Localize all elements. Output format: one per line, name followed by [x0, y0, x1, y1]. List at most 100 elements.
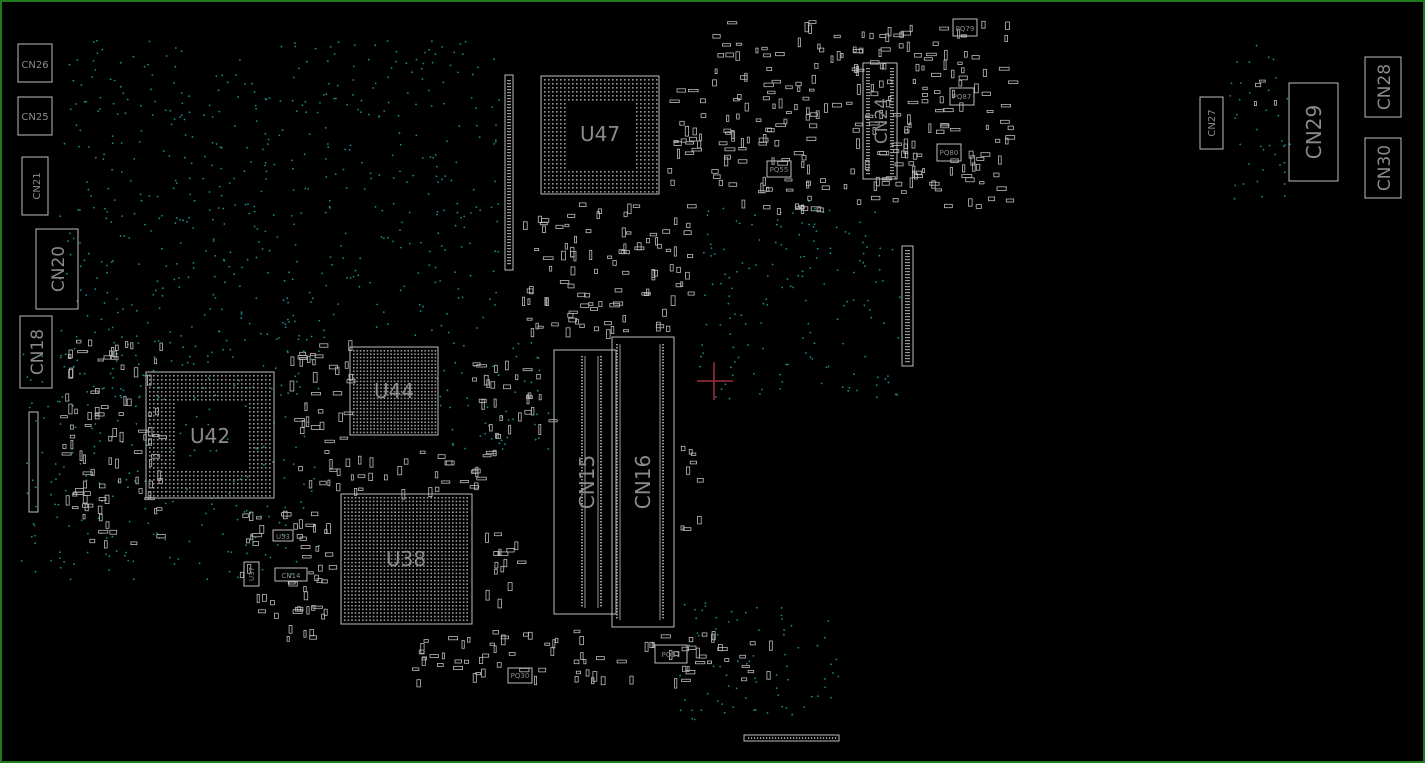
bga-ball — [221, 391, 223, 393]
via — [135, 354, 137, 357]
bga-ball — [344, 619, 346, 621]
bga-ball — [427, 401, 430, 403]
via — [85, 100, 88, 103]
bga-ball — [548, 135, 550, 137]
smd-component — [315, 545, 320, 552]
bga-ball — [394, 515, 396, 517]
slot-pin — [581, 437, 583, 439]
connector-cn25[interactable]: CN25 — [17, 96, 53, 136]
via — [1255, 44, 1258, 47]
bga-ball — [401, 554, 404, 557]
via — [738, 222, 741, 225]
bga-ball — [568, 187, 570, 189]
smd-component — [419, 450, 426, 455]
bga-ball — [394, 500, 396, 503]
via — [780, 607, 783, 609]
bga-ball — [249, 487, 251, 489]
bga-ball — [412, 601, 414, 603]
via — [728, 276, 731, 279]
bga-ball — [169, 391, 171, 393]
slot-pin — [662, 608, 664, 610]
chip-u44[interactable]: U44 — [349, 346, 439, 436]
chip-u47[interactable]: U47 — [540, 75, 660, 195]
slot-pin — [600, 599, 602, 601]
bga-ball — [401, 615, 404, 618]
bga-ball — [560, 191, 562, 193]
bga-ball — [431, 384, 433, 386]
via — [337, 303, 339, 305]
via — [161, 247, 163, 250]
slot-pin — [616, 377, 618, 379]
bga-ball — [356, 360, 358, 362]
bga-ball — [560, 127, 562, 129]
smd-component — [437, 454, 446, 460]
connector-cn26[interactable]: CN26 — [17, 43, 53, 83]
via — [67, 240, 69, 243]
bga-ball — [380, 497, 382, 499]
connector-cn21[interactable]: CN21 — [21, 156, 49, 216]
bga-ball — [404, 401, 406, 403]
smd-component — [904, 126, 909, 134]
bga-ball — [552, 139, 554, 141]
bga-ball — [157, 431, 159, 433]
bga-ball — [632, 99, 634, 101]
chip-u38[interactable]: U38 — [340, 493, 473, 625]
bga-ball — [237, 475, 239, 477]
connector-strip-left[interactable] — [28, 411, 39, 513]
via — [119, 235, 122, 238]
smd-component — [575, 670, 581, 675]
bga-ball — [365, 590, 368, 593]
connector-cn20[interactable]: CN20 — [35, 228, 79, 310]
connector-cn18[interactable]: CN18 — [19, 315, 53, 389]
bga-ball — [257, 491, 259, 493]
bga-ball — [640, 127, 642, 129]
slot-pin — [662, 602, 664, 604]
slot-pin — [581, 497, 583, 499]
bga-ball — [390, 397, 392, 400]
bga-ball — [616, 171, 618, 173]
bga-ball — [400, 370, 403, 372]
via — [229, 251, 232, 254]
via — [422, 62, 425, 65]
via — [208, 408, 211, 411]
bga-ball — [365, 543, 368, 546]
bga-ball — [161, 415, 163, 417]
via — [436, 211, 439, 213]
smd-component — [718, 141, 728, 146]
bga-ball — [380, 500, 382, 503]
chip-u42[interactable]: U42 — [145, 371, 275, 499]
bga-ball — [608, 183, 610, 185]
smd-component — [73, 491, 84, 495]
bga-ball — [424, 390, 426, 393]
slot-pin — [616, 434, 618, 436]
bga-ball — [363, 424, 365, 427]
via — [99, 440, 101, 442]
bga-ball — [400, 377, 403, 379]
smd-component — [695, 647, 700, 659]
smd-component — [350, 474, 354, 481]
smd-component — [934, 90, 941, 94]
via — [296, 393, 298, 395]
bga-ball — [401, 529, 404, 531]
slot-pin — [581, 422, 583, 424]
via — [280, 394, 282, 396]
via — [437, 232, 440, 235]
slot-pin — [616, 473, 618, 475]
via — [812, 226, 815, 228]
via — [775, 687, 778, 690]
connector-pin — [507, 161, 511, 163]
bga-ball — [372, 504, 375, 506]
bga-ball — [393, 360, 396, 362]
smd-component — [323, 608, 328, 616]
label-cn20: CN20 — [49, 246, 69, 292]
via — [398, 132, 401, 135]
bga-ball — [362, 536, 364, 539]
bga-ball — [201, 391, 203, 393]
slot-pin — [616, 521, 618, 523]
smd-component — [870, 91, 879, 97]
bga-ball — [213, 471, 215, 473]
connector-pin — [507, 260, 511, 262]
via — [240, 313, 243, 315]
bga-ball — [394, 551, 396, 553]
